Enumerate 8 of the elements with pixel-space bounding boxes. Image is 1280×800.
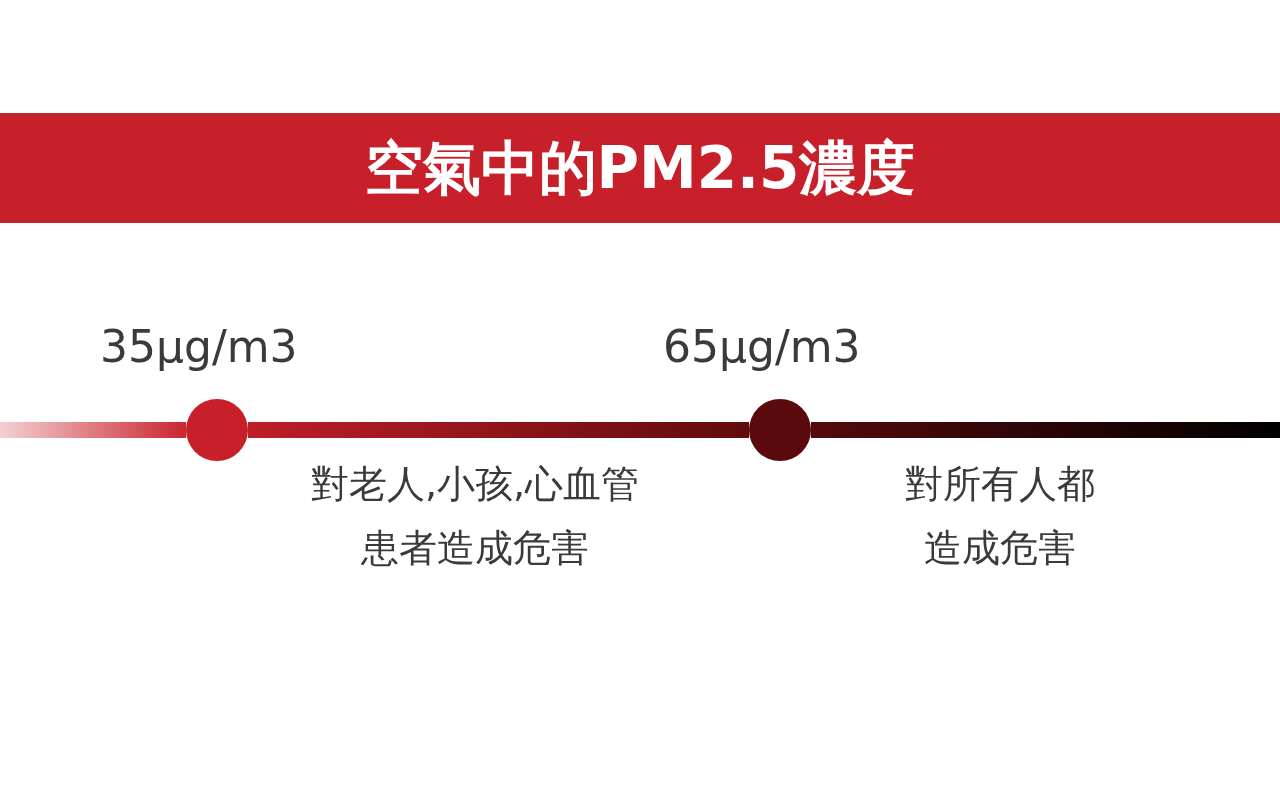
- threshold-value: 65μg/m3: [663, 325, 861, 369]
- timeline-line: [0, 422, 186, 438]
- effect-description: 對所有人都造成危害: [904, 461, 1096, 572]
- effect-description: 對老人,小孩,心血管患者造成危害: [310, 461, 640, 572]
- timeline-line: [248, 422, 749, 438]
- timeline-line: [811, 422, 1280, 438]
- threshold-value: 35μg/m3: [100, 325, 298, 369]
- title: 空氣中的PM2.5濃度: [364, 139, 916, 197]
